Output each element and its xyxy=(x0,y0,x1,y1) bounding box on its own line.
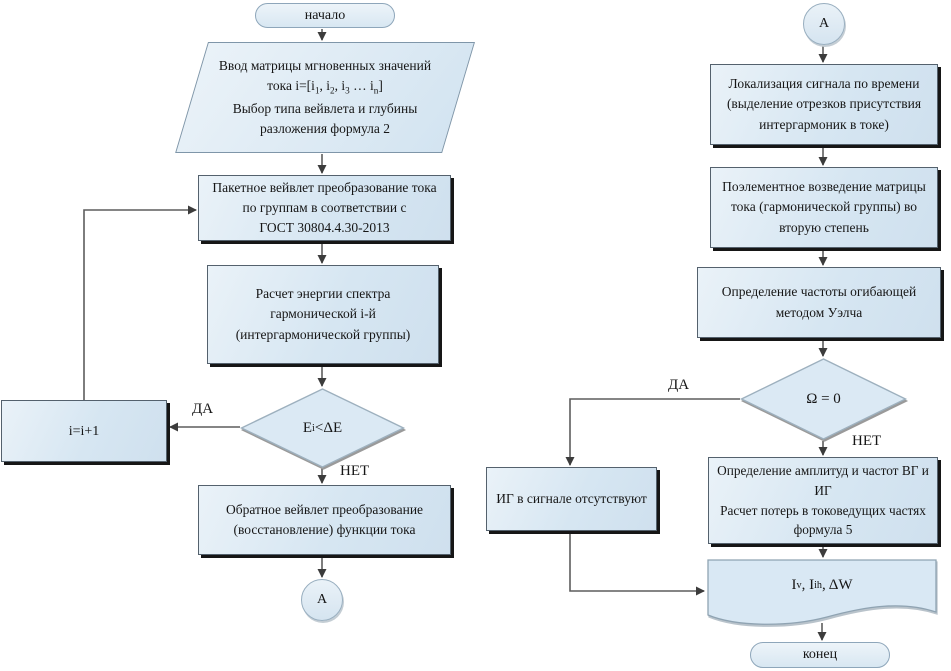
process-amplitudes-losses-text: Определение амплитуд и частот ВГ и ИГ Ра… xyxy=(717,463,929,538)
connector-a-left: А xyxy=(301,579,343,621)
io-line-1: Ввод матрицы мгновенных значений xyxy=(218,58,432,73)
decision-omega-label: Ω = 0 xyxy=(806,390,841,407)
process-no-interharmonics-text: ИГ в сигнале отсутствуют xyxy=(496,490,647,506)
io-line-4: разложения формула 2 xyxy=(260,120,390,136)
process-welch: Определение частоты огибающей методом Уэ… xyxy=(697,267,941,338)
process-welch-text: Определение частоты огибающей методом Уэ… xyxy=(721,284,917,320)
arrow-decision-yes-right xyxy=(565,398,740,466)
label-yes-left: ДА xyxy=(192,401,214,417)
process-localization-text: Локализация сигнала по времени (выделени… xyxy=(726,76,922,132)
process-squaring: Поэлементное возведение матрицы тока (га… xyxy=(710,167,938,248)
terminator-end-label: конец xyxy=(802,647,838,662)
decision-diamond-shape xyxy=(239,388,406,468)
connector-a-left-label: А xyxy=(316,592,328,607)
document-output-shape xyxy=(707,559,937,625)
process-increment: i=i+1 xyxy=(1,400,167,462)
process-inverse-wavelet: Обратное вейвлет преобразование (восстан… xyxy=(198,485,451,555)
label-yes-right: ДА xyxy=(668,377,690,393)
decision-omega-shape xyxy=(739,358,908,440)
process-packet-wavelet-text: Пакетное вейвлет преобразование тока по … xyxy=(212,179,437,236)
process-packet-wavelet: Пакетное вейвлет преобразование тока по … xyxy=(198,175,451,241)
arrow-p4-to-output xyxy=(569,533,705,596)
terminator-start-label: начало xyxy=(304,7,346,23)
io-line-3: Выбор типа вейвлета и глубины xyxy=(232,100,418,116)
process-squaring-text: Поэлементное возведение матрицы тока (га… xyxy=(722,179,926,235)
label-no-left: НЕТ xyxy=(340,463,370,479)
process-energy-spectrum-text: Расчет энергии спектра гармонической i-й… xyxy=(235,286,411,342)
process-energy-spectrum: Расчет энергии спектра гармонической i-й… xyxy=(207,265,439,364)
label-no-right: НЕТ xyxy=(852,433,882,449)
terminator-start: начало xyxy=(255,3,395,28)
terminator-end: конец xyxy=(750,642,890,668)
connector-a-right-label: А xyxy=(818,16,830,31)
process-increment-text: i=i+1 xyxy=(68,423,100,439)
process-no-interharmonics: ИГ в сигнале отсутствуют xyxy=(486,467,657,531)
io-line-2: тока i=[i1, i2, i3 … in] xyxy=(267,78,383,96)
process-amplitudes-losses: Определение амплитуд и частот ВГ и ИГ Ра… xyxy=(708,457,938,544)
process-localization: Локализация сигнала по времени (выделени… xyxy=(710,64,938,145)
decision-omega: Ω = 0 xyxy=(739,358,908,440)
arrow-loop-back xyxy=(83,205,197,400)
io-parallelogram-text: Ввод матрицы мгновенных значений тока i=… xyxy=(182,56,468,139)
connector-a-right: А xyxy=(803,3,845,45)
process-inverse-wavelet-text: Обратное вейвлет преобразование (восстан… xyxy=(225,501,424,537)
